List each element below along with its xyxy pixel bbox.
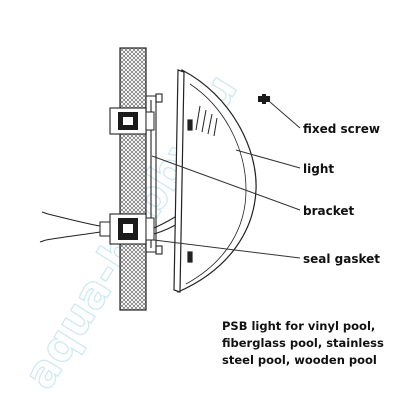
leader-light bbox=[235, 149, 301, 169]
leader-fixed-screw bbox=[269, 101, 301, 129]
pool-wall bbox=[119, 47, 147, 311]
leader-bracket bbox=[151, 155, 301, 211]
label-seal-gasket: seal gasket bbox=[303, 252, 380, 266]
fixed-screw-part bbox=[258, 94, 270, 104]
caption-line-2: fiberglass pool, stainless bbox=[222, 336, 384, 350]
label-light: light bbox=[303, 162, 334, 176]
caption-block: PSB light for vinyl pool, fiberglass poo… bbox=[222, 318, 398, 369]
upper-fixing-nut bbox=[109, 107, 155, 135]
leader-lines bbox=[151, 101, 301, 259]
lower-cable-gland bbox=[99, 213, 155, 245]
label-bracket: bracket bbox=[303, 204, 355, 218]
leader-seal-gasket bbox=[153, 239, 301, 259]
caption-line-3: steel pool, wooden pool bbox=[222, 353, 377, 367]
label-fixed-screw: fixed screw bbox=[303, 122, 380, 136]
caption-line-1: PSB light for vinyl pool, bbox=[222, 319, 376, 333]
lamp-housing bbox=[173, 69, 257, 293]
